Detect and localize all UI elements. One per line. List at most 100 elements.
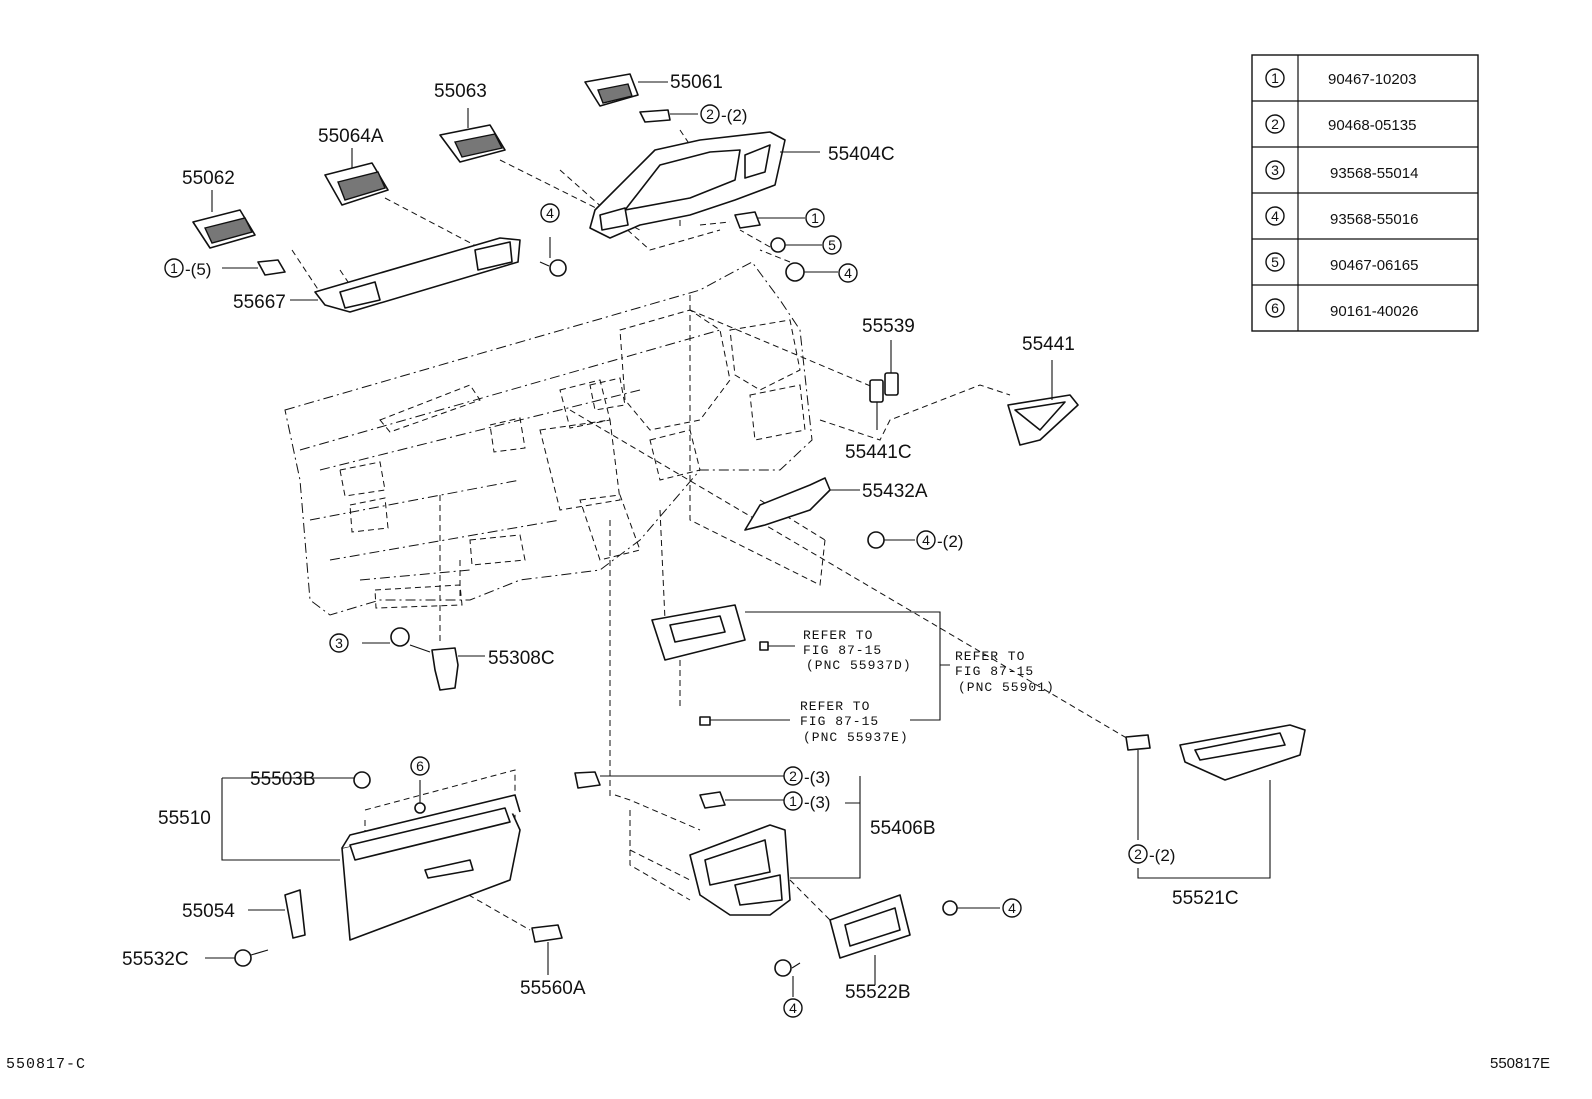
control-panel-ac bbox=[651, 604, 950, 726]
legend-row-4: 4 93568-55016 bbox=[1265, 206, 1418, 228]
vent-55064A bbox=[324, 148, 389, 206]
label-55667: 55667 bbox=[233, 292, 286, 313]
svg-text:REFER TO: REFER TO bbox=[955, 649, 1025, 664]
label-55441c: 55441C bbox=[845, 442, 912, 463]
svg-text:(PNC 55937E): (PNC 55937E) bbox=[803, 730, 909, 745]
svg-text:5: 5 bbox=[828, 237, 836, 253]
svg-text:2: 2 bbox=[789, 768, 797, 784]
callout-4-mid: 4 -(2) bbox=[916, 530, 963, 551]
svg-text:90468-05135: 90468-05135 bbox=[1328, 117, 1416, 134]
label-55532c: 55532C bbox=[122, 949, 189, 970]
svg-text:6: 6 bbox=[1271, 300, 1279, 316]
callout-6: 6 bbox=[410, 756, 430, 776]
svg-text:-(2): -(2) bbox=[1149, 846, 1175, 865]
clip-55532C bbox=[205, 949, 269, 967]
callout-1-top: 1 bbox=[805, 208, 825, 228]
svg-text:2: 2 bbox=[1271, 116, 1279, 132]
vent-55063 bbox=[439, 108, 506, 163]
glovebox-55510 bbox=[221, 771, 521, 941]
bezel-55406B bbox=[574, 771, 861, 916]
label-55503b: 55503B bbox=[250, 769, 316, 790]
part-labels: 55061 55063 55064A 55062 55404C 55667 55… bbox=[122, 72, 1239, 1003]
svg-text:90467-06165: 90467-06165 bbox=[1330, 257, 1418, 274]
svg-text:6: 6 bbox=[416, 758, 424, 774]
svg-text:-(2): -(2) bbox=[937, 532, 963, 551]
legend-row-3: 3 93568-55014 bbox=[1265, 160, 1418, 182]
label-55441: 55441 bbox=[1022, 334, 1075, 355]
footer-code-left: 550817-C bbox=[6, 1056, 86, 1073]
bracket-55308C bbox=[362, 627, 485, 691]
svg-text:4: 4 bbox=[844, 265, 852, 281]
callout-1-mid: 1 -(3) bbox=[783, 791, 830, 812]
svg-text:93568-55014: 93568-55014 bbox=[1330, 165, 1418, 182]
svg-text:93568-55016: 93568-55016 bbox=[1330, 211, 1418, 228]
label-55061: 55061 bbox=[670, 72, 723, 93]
callout-3: 3 bbox=[329, 633, 349, 653]
cover-55432A bbox=[744, 477, 915, 549]
label-55510: 55510 bbox=[158, 808, 211, 829]
cluster-bezel-55404C bbox=[589, 131, 820, 239]
svg-text:1: 1 bbox=[1271, 70, 1279, 86]
label-55308c: 55308C bbox=[488, 648, 555, 669]
box-55441 bbox=[1007, 360, 1079, 446]
legend-row-6: 6 90161-40026 bbox=[1265, 298, 1418, 320]
refer-note-55937d: REFER TO FIG 87-15 (PNC 55937D) bbox=[803, 628, 912, 673]
callout-5: 5 bbox=[822, 235, 842, 255]
svg-text:-(2): -(2) bbox=[721, 106, 747, 125]
svg-text:1: 1 bbox=[789, 793, 797, 809]
svg-text:1: 1 bbox=[170, 260, 178, 276]
latch-55560A bbox=[531, 924, 563, 975]
callout-2-right: 2 -(2) bbox=[1128, 844, 1175, 865]
legend-row-1: 1 90467-10203 bbox=[1265, 68, 1416, 88]
svg-text:FIG 87-15: FIG 87-15 bbox=[955, 664, 1034, 679]
label-55432a: 55432A bbox=[862, 481, 928, 502]
svg-text:3: 3 bbox=[1271, 162, 1279, 178]
hinge-55054 bbox=[248, 889, 306, 939]
svg-text:90161-40026: 90161-40026 bbox=[1330, 303, 1418, 320]
svg-text:REFER TO: REFER TO bbox=[800, 699, 870, 714]
clips-upper bbox=[222, 211, 838, 282]
callout-1-left: 1 -(5) bbox=[164, 258, 211, 279]
instrument-panel-drawing bbox=[284, 261, 813, 616]
label-55539: 55539 bbox=[862, 316, 915, 337]
svg-text:4: 4 bbox=[789, 1000, 797, 1016]
footer-code-right: 550817E bbox=[1490, 1055, 1550, 1072]
svg-text:REFER TO: REFER TO bbox=[803, 628, 873, 643]
svg-text:-(3): -(3) bbox=[804, 768, 830, 787]
refer-note-55901: REFER TO FIG 87-15 (PNC 55901) bbox=[955, 649, 1055, 695]
svg-text:-(3): -(3) bbox=[804, 793, 830, 812]
box-55521C bbox=[1125, 724, 1306, 879]
label-55062: 55062 bbox=[182, 168, 235, 189]
label-55560a: 55560A bbox=[520, 978, 586, 999]
svg-text:FIG 87-15: FIG 87-15 bbox=[803, 643, 882, 658]
svg-text:(PNC 55901): (PNC 55901) bbox=[958, 680, 1055, 695]
panel-55522B bbox=[774, 894, 1000, 997]
vent-55062 bbox=[192, 190, 256, 249]
callout-4-right: 4 bbox=[1002, 898, 1022, 918]
clip-55061 bbox=[639, 109, 698, 123]
switch-55539 bbox=[869, 340, 899, 430]
svg-text:5: 5 bbox=[1271, 254, 1279, 270]
svg-text:4: 4 bbox=[1271, 208, 1279, 224]
callout-4-top: 4 bbox=[838, 263, 858, 283]
callout-2-top: 2 -(2) bbox=[700, 104, 747, 125]
svg-text:(PNC 55937D): (PNC 55937D) bbox=[806, 658, 912, 673]
svg-text:FIG 87-15: FIG 87-15 bbox=[800, 714, 879, 729]
callout-4-bottom: 4 bbox=[783, 998, 803, 1018]
svg-text:3: 3 bbox=[335, 635, 343, 651]
label-55522b: 55522B bbox=[845, 982, 911, 1003]
panel-55667 bbox=[290, 237, 521, 313]
circled-callouts: 2 -(2) 1 5 4 4 1 -(5) 4 -(2) bbox=[164, 104, 1175, 1018]
label-55063: 55063 bbox=[434, 81, 487, 102]
label-55406b: 55406B bbox=[870, 818, 936, 839]
svg-text:4: 4 bbox=[1008, 900, 1016, 916]
label-55521c: 55521C bbox=[1172, 888, 1239, 909]
svg-text:1: 1 bbox=[811, 210, 819, 226]
svg-text:90467-10203: 90467-10203 bbox=[1328, 71, 1416, 88]
svg-text:4: 4 bbox=[546, 205, 554, 221]
svg-text:-(5): -(5) bbox=[185, 260, 211, 279]
callout-4-small: 4 bbox=[540, 203, 560, 223]
label-55064a: 55064A bbox=[318, 126, 384, 147]
refer-note-55937e: REFER TO FIG 87-15 (PNC 55937E) bbox=[800, 699, 909, 745]
